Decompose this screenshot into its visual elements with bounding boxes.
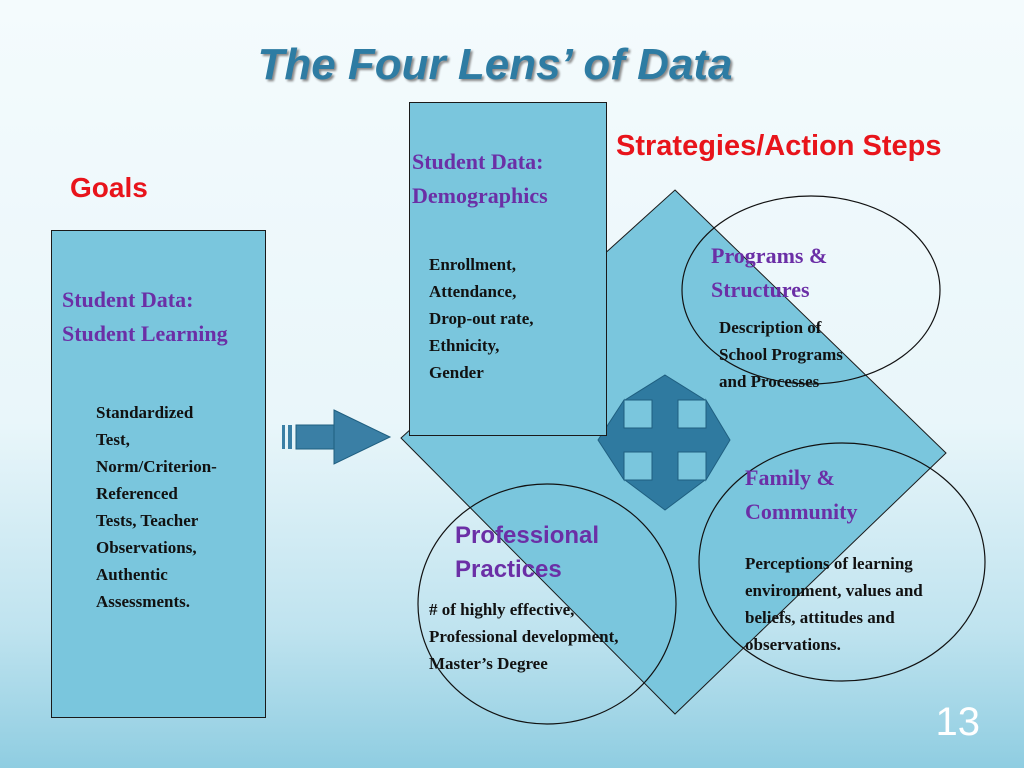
body-line: Attendance,: [429, 282, 517, 301]
heading-line: Professional: [455, 522, 600, 549]
strategies-label: Strategies/Action Steps: [616, 130, 942, 162]
programs-circle: [681, 195, 941, 385]
professional-circle: [417, 483, 677, 725]
family-heading: Family & Community: [745, 461, 945, 529]
body-line: Test,: [96, 430, 130, 449]
programs-heading: Programs & Structures: [711, 239, 911, 307]
professional-heading: Professional Practices: [455, 519, 655, 587]
body-line: and Processes: [719, 372, 820, 391]
body-line: observations.: [745, 635, 841, 654]
heading-line: Student Data:: [412, 149, 544, 174]
body-line: Description of: [719, 318, 822, 337]
body-line: Drop-out rate,: [429, 309, 534, 328]
body-line: Gender: [429, 363, 484, 382]
demographics-body: Enrollment, Attendance, Drop-out rate, E…: [429, 251, 599, 386]
demographics-box: [409, 102, 607, 436]
heading-line: Demographics: [412, 183, 548, 208]
body-line: Norm/Criterion-: [96, 457, 217, 476]
professional-body: # of highly effective, Professional deve…: [429, 596, 699, 677]
body-line: Assessments.: [96, 592, 190, 611]
body-line: Referenced: [96, 484, 178, 503]
body-line: Tests, Teacher: [96, 511, 199, 530]
heading-line: Family &: [745, 465, 835, 490]
heading-line: Programs &: [711, 243, 828, 268]
goals-label: Goals: [70, 172, 148, 203]
student-learning-heading: Student Data: Student Learning: [62, 283, 292, 351]
striped-right-arrow: [282, 409, 392, 465]
body-line: Master’s Degree: [429, 654, 548, 673]
student-learning-box: [51, 230, 266, 718]
four-way-arrow: [597, 374, 731, 511]
student-learning-body: Standardized Test, Norm/Criterion- Refer…: [96, 399, 266, 615]
demographics-heading: Student Data: Demographics: [412, 145, 612, 213]
body-line: beliefs, attitudes and: [745, 608, 895, 627]
body-line: Authentic: [96, 565, 168, 584]
slide-number: 13: [935, 700, 981, 744]
body-line: # of highly effective,: [429, 600, 575, 619]
heading-line: Structures: [711, 277, 810, 302]
family-circle: [698, 442, 986, 682]
slide-title: The Four Lens’ of Data: [257, 40, 733, 89]
body-line: Standardized: [96, 403, 194, 422]
programs-body: Description of School Programs and Proce…: [719, 314, 919, 395]
heading-line: Student Data:: [62, 287, 194, 312]
body-line: environment, values and: [745, 581, 923, 600]
body-line: Enrollment,: [429, 255, 517, 274]
family-body: Perceptions of learning environment, val…: [745, 550, 1005, 658]
body-line: Perceptions of learning: [745, 554, 913, 573]
body-line: School Programs: [719, 345, 843, 364]
body-line: Observations,: [96, 538, 197, 557]
body-line: Ethnicity,: [429, 336, 500, 355]
heading-line: Student Learning: [62, 321, 228, 346]
body-line: Professional development,: [429, 627, 619, 646]
heading-line: Community: [745, 499, 858, 524]
heading-line: Practices: [455, 556, 562, 583]
